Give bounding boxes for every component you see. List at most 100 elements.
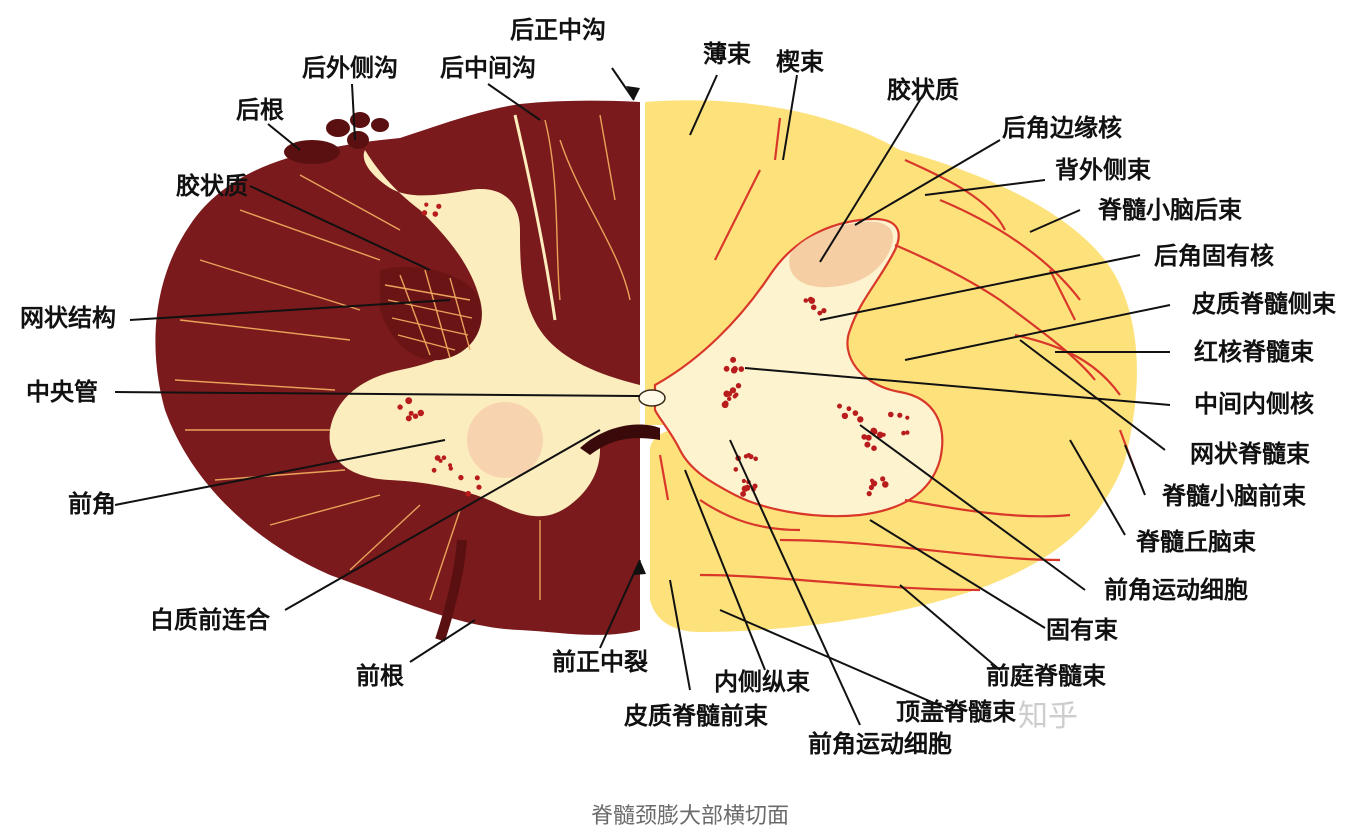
motor-cell-dot xyxy=(881,432,886,437)
motor-cell-dot xyxy=(397,404,403,410)
label-central-canal: 中央管 xyxy=(26,378,98,406)
motor-cell-dot xyxy=(871,445,877,452)
motor-cell-dot xyxy=(882,481,889,488)
motor-cell-dot xyxy=(740,491,746,497)
motor-cell-dot xyxy=(868,484,875,491)
label-fasciculus-proprius: 固有束 xyxy=(1046,616,1119,644)
motor-cell-dot xyxy=(741,478,747,484)
motor-cell-dot xyxy=(803,298,809,303)
label-fasciculus-cuneatus: 楔束 xyxy=(776,48,825,76)
leader-lines xyxy=(114,67,1171,726)
central-canal xyxy=(638,389,666,407)
motor-cell-dot xyxy=(465,490,472,497)
motor-cell-dot xyxy=(458,474,464,481)
label-posterior-spinocerebellar-tract: 脊髓小脑后束 xyxy=(1097,196,1243,224)
label-anterior-spinocerebellar-tract: 脊髓小脑前束 xyxy=(1161,482,1307,510)
motor-cell-dot xyxy=(417,409,424,417)
label-medial-longitudinal-fasciculus: 内侧纵束 xyxy=(714,668,811,696)
label-reticular-formation: 网状结构 xyxy=(20,304,116,332)
label-anterior-median-fissure: 前正中裂 xyxy=(552,648,648,676)
label-posterolateral-sulcus: 后外侧沟 xyxy=(302,54,398,82)
motor-cell-dot xyxy=(866,491,872,497)
motor-cell-dot xyxy=(870,478,874,483)
motor-cell-dot xyxy=(753,456,758,462)
motor-cell-dot xyxy=(730,367,738,374)
motor-cell-dot xyxy=(905,430,910,435)
label-dorsolateral-fasciculus: 背外侧束 xyxy=(1055,156,1152,184)
label-posterior-root: 后根 xyxy=(236,96,284,124)
anterior-median-fissure xyxy=(580,424,660,455)
motor-cell-dot xyxy=(412,413,419,419)
motor-cell-dot xyxy=(821,308,827,314)
motor-cell-dot xyxy=(807,296,814,303)
motor-cell-dot xyxy=(727,396,732,401)
motor-cell-dot xyxy=(865,434,872,441)
motor-cell-dot xyxy=(857,416,864,423)
label-posterior-intermediate-sulcus: 后中间沟 xyxy=(440,54,536,82)
anterior-root-stub xyxy=(435,539,467,642)
posterior-root-blobs xyxy=(284,112,389,164)
motor-cell-dot xyxy=(723,390,730,398)
motor-cell-dot xyxy=(752,483,758,489)
label-anterior-corticospinal-tract: 皮质脊髓前束 xyxy=(624,702,769,730)
motor-cell-dot xyxy=(741,485,749,492)
motor-cell-dot xyxy=(876,431,884,439)
left-white-matter-fibers xyxy=(174,114,631,601)
motor-cell-dot xyxy=(734,392,739,397)
motor-cell-dot xyxy=(405,397,413,405)
motor-cell-dot xyxy=(748,454,754,460)
motor-cell-dot xyxy=(448,466,453,471)
left-reticular-fibers xyxy=(384,269,473,359)
motor-cell-dot xyxy=(861,434,867,440)
label-substantia-gelatinosa-left: 胶状质 xyxy=(176,172,248,200)
motor-cell-dot xyxy=(474,475,480,481)
motor-cell-dot xyxy=(448,463,453,468)
right-substantia-gelatinosa xyxy=(789,221,893,288)
motor-cell-dot xyxy=(837,403,842,409)
motor-cell-dot xyxy=(841,412,849,420)
label-anterior-root: 前根 xyxy=(356,662,404,690)
label-anterior-horn-motor-cells-bottom: 前角运动细胞 xyxy=(808,730,952,758)
motor-cell-dot xyxy=(476,484,482,490)
right-gray-matter xyxy=(653,217,944,518)
motor-cell-dot xyxy=(901,430,906,436)
label-intermediomedial-nucleus: 中间内侧核 xyxy=(1194,390,1314,418)
motor-cell-dot xyxy=(730,356,737,363)
arrowheads xyxy=(626,86,646,575)
label-reticulospinal-tract: 网状脊髓束 xyxy=(1190,440,1311,468)
motor-cell-dot xyxy=(905,415,910,420)
motor-cell-dots xyxy=(397,202,910,497)
label-fasciculus-gracilis: 薄束 xyxy=(703,40,752,68)
label-tectospinal-tract: 顶盖脊髓束 xyxy=(896,698,1017,726)
motor-cell-dot xyxy=(441,455,447,461)
motor-cell-dot xyxy=(810,304,817,311)
motor-cell-dot xyxy=(846,406,852,412)
left-anterior-horn-core xyxy=(467,402,543,478)
motor-cell-dot xyxy=(723,365,730,372)
motor-cell-dot xyxy=(721,401,729,409)
label-anterior-horn: 前角 xyxy=(68,490,116,518)
label-substantia-gelatinosa-right: 胶状质 xyxy=(887,76,959,104)
motor-cell-dot xyxy=(743,454,749,459)
labels: 后正中沟 后外侧沟 后中间沟 后根 胶状质 网状结构 中央管 前角 白质前连合 … xyxy=(20,16,1337,758)
label-anterior-horn-motor-cells-right: 前角运动细胞 xyxy=(1104,576,1248,604)
figure-caption: 脊髓颈膨大部横切面 xyxy=(591,804,789,829)
motor-cell-dot xyxy=(405,415,412,422)
motor-cell-dot xyxy=(738,366,745,372)
motor-cell-dot xyxy=(436,203,442,209)
motor-cell-dot xyxy=(880,476,886,482)
label-posteromarginal-nucleus: 后角边缘核 xyxy=(1002,114,1122,142)
posterior-intermediate-sulcus-line xyxy=(513,114,557,321)
motor-cell-dot xyxy=(408,410,414,416)
motor-cell-dot xyxy=(421,210,428,216)
label-rubrospinal-tract: 红核脊髓束 xyxy=(1194,338,1315,366)
motor-cell-dot xyxy=(852,410,859,416)
label-posterior-median-sulcus: 后正中沟 xyxy=(510,16,606,44)
motor-cell-dot xyxy=(735,383,742,389)
motor-cell-dot xyxy=(817,310,823,316)
label-vestibulospinal-tract: 前庭脊髓束 xyxy=(986,662,1107,690)
label-nucleus-proprius: 后角固有核 xyxy=(1154,242,1274,270)
motor-cell-dot xyxy=(434,455,441,461)
right-tract-lines xyxy=(658,117,1137,592)
